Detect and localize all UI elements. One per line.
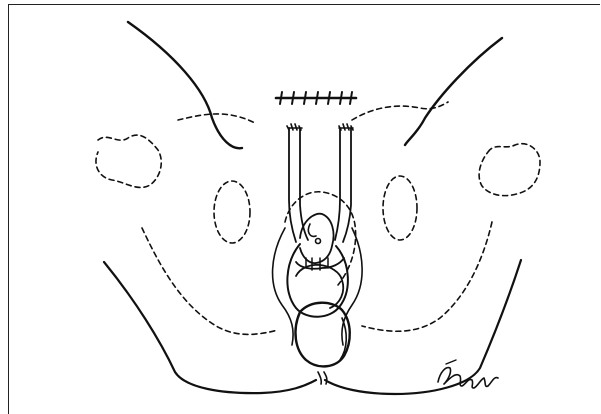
right-oval-marking: [383, 176, 417, 240]
artist-signature: [438, 360, 498, 388]
bottom-notch: [318, 372, 327, 384]
left-lower-dashed-curve: [142, 228, 278, 334]
central-ring-inner: [296, 265, 343, 308]
right-thigh-contour: [405, 38, 502, 145]
right-lower-dashed-curve: [362, 222, 492, 331]
vulvar-structure: [296, 214, 344, 270]
right-flap-strip: [335, 128, 351, 242]
left-groin-dashed-line: [178, 114, 255, 123]
suture-line: [276, 92, 356, 104]
right-lateral-flap-outline: [479, 144, 540, 196]
central-ring-outer: [287, 244, 347, 317]
left-thigh-contour: [128, 22, 242, 148]
left-oval-marking: [214, 181, 250, 243]
left-lateral-flap-outline: [96, 135, 161, 187]
left-flap-strip: [289, 128, 308, 242]
left-buttock-outline: [104, 262, 316, 393]
left-inner-contour: [273, 228, 294, 345]
left-flap-tip: [287, 124, 302, 130]
